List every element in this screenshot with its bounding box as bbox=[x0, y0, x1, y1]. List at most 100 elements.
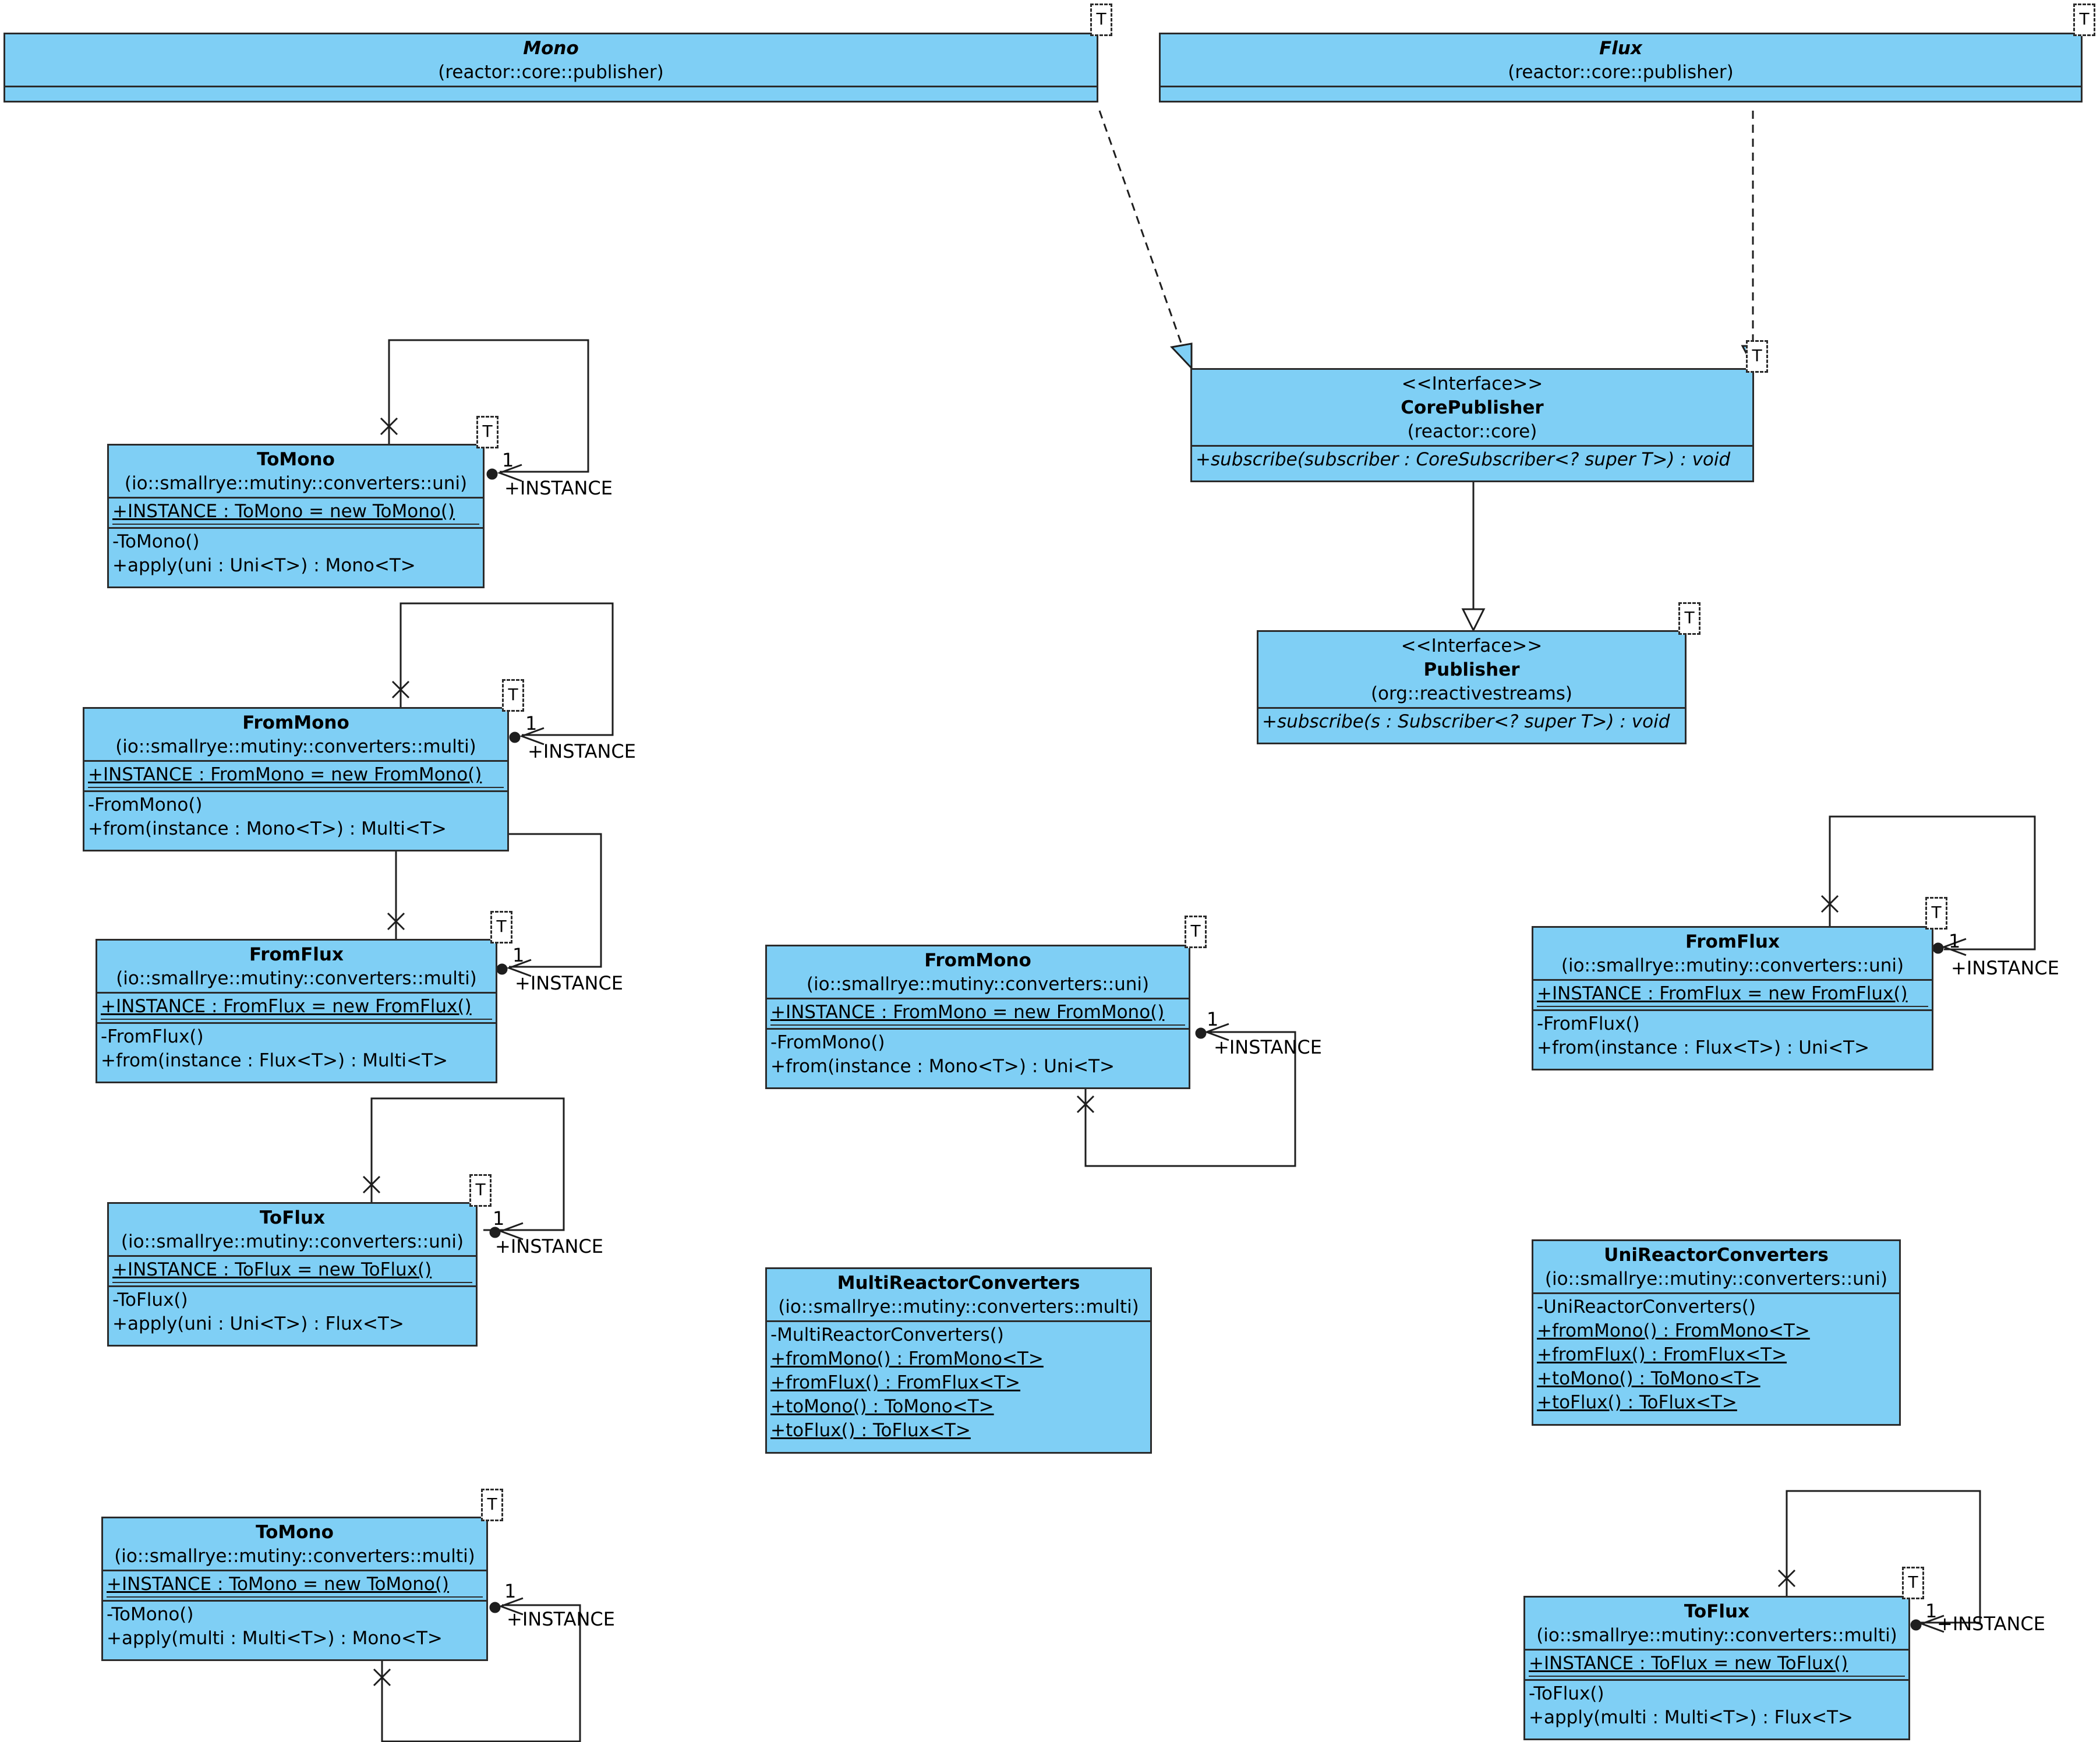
class-package: (reactor::core::publisher) bbox=[438, 62, 664, 83]
class-package: (io::smallrye::mutiny::converters::multi… bbox=[1536, 1625, 1897, 1646]
class-stereotype: <<Interface>> bbox=[1401, 373, 1543, 394]
open-arrow bbox=[1204, 1023, 1229, 1041]
operation: +toMono() : ToMono<T> bbox=[1537, 1368, 1760, 1389]
attributes-compartment bbox=[5, 86, 1097, 105]
class-name: CorePublisher bbox=[1401, 397, 1544, 418]
realization-mono-corepublisher bbox=[1098, 110, 1185, 350]
self-association-tomono-uni bbox=[388, 339, 589, 473]
class-package: (org::reactivestreams) bbox=[1370, 683, 1573, 704]
operation: +apply(uni : Uni<T>) : Flux<T> bbox=[112, 1313, 404, 1334]
open-arrow bbox=[1919, 1614, 1945, 1633]
class-from-mono-uni[interactable]: FromMono (io::smallrye::mutiny::converte… bbox=[765, 945, 1190, 1089]
operation: -ToMono() bbox=[107, 1604, 194, 1625]
multiplicity-label: 1 bbox=[502, 449, 514, 471]
class-package: (io::smallrye::mutiny::converters::multi… bbox=[114, 1546, 475, 1567]
self-association-frommono-uni bbox=[1084, 1031, 1296, 1167]
self-association-fromflux-multi bbox=[395, 833, 602, 968]
attribute: +INSTANCE : FromFlux = new FromFlux() bbox=[1537, 982, 1928, 1007]
operation: +from(instance : Flux<T>) : Multi<T> bbox=[101, 1050, 448, 1071]
class-uni-reactor-converters[interactable]: UniReactorConverters (io::smallrye::muti… bbox=[1532, 1239, 1901, 1426]
template-parameter-to-flux-uni: T bbox=[469, 1174, 492, 1207]
attribute: +INSTANCE : FromMono = new FromMono() bbox=[88, 763, 504, 788]
class-package: (io::smallrye::mutiny::converters::uni) bbox=[1561, 955, 1904, 976]
operation: +from(instance : Flux<T>) : Uni<T> bbox=[1537, 1037, 1870, 1058]
class-name: ToMono bbox=[257, 449, 335, 470]
template-parameter-flux: T bbox=[2073, 3, 2095, 36]
operation: +apply(multi : Multi<T>) : Mono<T> bbox=[107, 1628, 443, 1649]
class-package: (io::smallrye::mutiny::converters::uni) bbox=[121, 1231, 464, 1252]
class-name: FromMono bbox=[242, 712, 349, 733]
open-arrow bbox=[519, 727, 545, 745]
open-arrow bbox=[498, 1222, 524, 1241]
operation: +apply(uni : Uni<T>) : Mono<T> bbox=[112, 555, 416, 576]
class-package: (io::smallrye::mutiny::converters::multi… bbox=[115, 736, 476, 757]
class-multi-reactor-converters[interactable]: MultiReactorConverters (io::smallrye::mu… bbox=[765, 1267, 1152, 1454]
realization-arrowhead-mono bbox=[1169, 342, 1193, 370]
multiplicity-label: 1 bbox=[512, 944, 525, 966]
class-to-flux-uni[interactable]: ToFlux (io::smallrye::mutiny::converters… bbox=[107, 1202, 478, 1347]
operation: +subscribe(subscriber : CoreSubscriber<?… bbox=[1196, 449, 1731, 470]
template-parameter-from-flux-multi: T bbox=[490, 911, 512, 944]
class-from-flux-uni[interactable]: FromFlux (io::smallrye::mutiny::converte… bbox=[1532, 926, 1933, 1070]
class-name: ToMono bbox=[256, 1522, 334, 1543]
role-label: +INSTANCE bbox=[1951, 957, 2059, 979]
aggregation-dot bbox=[509, 732, 521, 743]
class-to-flux-multi[interactable]: ToFlux (io::smallrye::mutiny::converters… bbox=[1523, 1596, 1910, 1740]
self-association-tomono-multi bbox=[381, 1604, 581, 1742]
operation: -FromMono() bbox=[770, 1032, 885, 1053]
class-from-flux-multi[interactable]: FromFlux (io::smallrye::mutiny::converte… bbox=[96, 939, 497, 1083]
x-mark bbox=[391, 680, 410, 699]
aggregation-dot bbox=[486, 468, 498, 480]
template-parameter-core-publisher: T bbox=[1746, 340, 1768, 373]
class-mono[interactable]: Mono (reactor::core::publisher) bbox=[3, 33, 1098, 103]
template-parameter-mono: T bbox=[1090, 3, 1112, 36]
attribute: +INSTANCE : ToMono = new ToMono() bbox=[107, 1573, 483, 1598]
operation: -FromMono() bbox=[88, 794, 203, 815]
multiplicity-label: 1 bbox=[1925, 1600, 1938, 1622]
class-stereotype: <<Interface>> bbox=[1401, 635, 1543, 656]
x-mark bbox=[1076, 1095, 1095, 1114]
operation: -FromFlux() bbox=[1537, 1013, 1640, 1034]
interface-core-publisher[interactable]: <<Interface>> CorePublisher (reactor::co… bbox=[1190, 368, 1754, 482]
operation: +fromFlux() : FromFlux<T> bbox=[770, 1372, 1021, 1393]
open-arrow bbox=[497, 464, 522, 482]
interface-publisher[interactable]: <<Interface>> Publisher (org::reactivest… bbox=[1257, 630, 1687, 744]
operation: +subscribe(s : Subscriber<? super T>) : … bbox=[1262, 711, 1670, 732]
class-to-mono-multi[interactable]: ToMono (io::smallrye::mutiny::converters… bbox=[101, 1517, 488, 1661]
x-mark bbox=[373, 1668, 391, 1687]
self-association-toflux-multi bbox=[1786, 1490, 1981, 1624]
template-parameter-from-flux-uni: T bbox=[1925, 897, 1947, 930]
multiplicity-label: 1 bbox=[493, 1207, 505, 1229]
operation: +fromMono() : FromMono<T> bbox=[770, 1348, 1044, 1369]
class-package: (io::smallrye::mutiny::converters::multi… bbox=[778, 1296, 1139, 1317]
self-association-toflux-uni bbox=[370, 1097, 565, 1231]
role-label: +INSTANCE bbox=[528, 740, 636, 762]
template-parameter-publisher: T bbox=[1678, 602, 1700, 635]
class-name: Mono bbox=[523, 38, 579, 59]
class-name: MultiReactorConverters bbox=[837, 1273, 1080, 1294]
aggregation-dot bbox=[1195, 1027, 1207, 1039]
operation: +toFlux() : ToFlux<T> bbox=[1537, 1392, 1737, 1413]
aggregation-dot bbox=[1910, 1619, 1922, 1631]
class-package: (reactor::core::publisher) bbox=[1508, 62, 1734, 83]
multiplicity-label: 1 bbox=[504, 1580, 517, 1602]
class-package: (io::smallrye::mutiny::converters::uni) bbox=[1544, 1268, 1888, 1289]
aggregation-dot bbox=[496, 963, 508, 975]
role-label: +INSTANCE bbox=[1214, 1036, 1322, 1058]
class-to-mono-uni[interactable]: ToMono (io::smallrye::mutiny::converters… bbox=[107, 444, 485, 588]
generalization-arrowhead bbox=[1461, 608, 1486, 633]
x-mark bbox=[362, 1175, 381, 1194]
template-parameter-to-mono-multi: T bbox=[481, 1489, 503, 1521]
self-association-fromflux-uni bbox=[1829, 815, 2036, 950]
aggregation-dot bbox=[489, 1602, 501, 1613]
operation: -MultiReactorConverters() bbox=[770, 1324, 1004, 1345]
x-mark bbox=[1777, 1569, 1796, 1588]
attribute: +INSTANCE : ToFlux = new ToFlux() bbox=[112, 1258, 472, 1283]
class-from-mono-multi[interactable]: FromMono (io::smallrye::mutiny::converte… bbox=[83, 707, 509, 851]
class-flux[interactable]: Flux (reactor::core::publisher) bbox=[1159, 33, 2083, 103]
multiplicity-label: 1 bbox=[1207, 1008, 1219, 1030]
x-mark bbox=[1820, 895, 1839, 913]
x-mark bbox=[380, 417, 398, 436]
